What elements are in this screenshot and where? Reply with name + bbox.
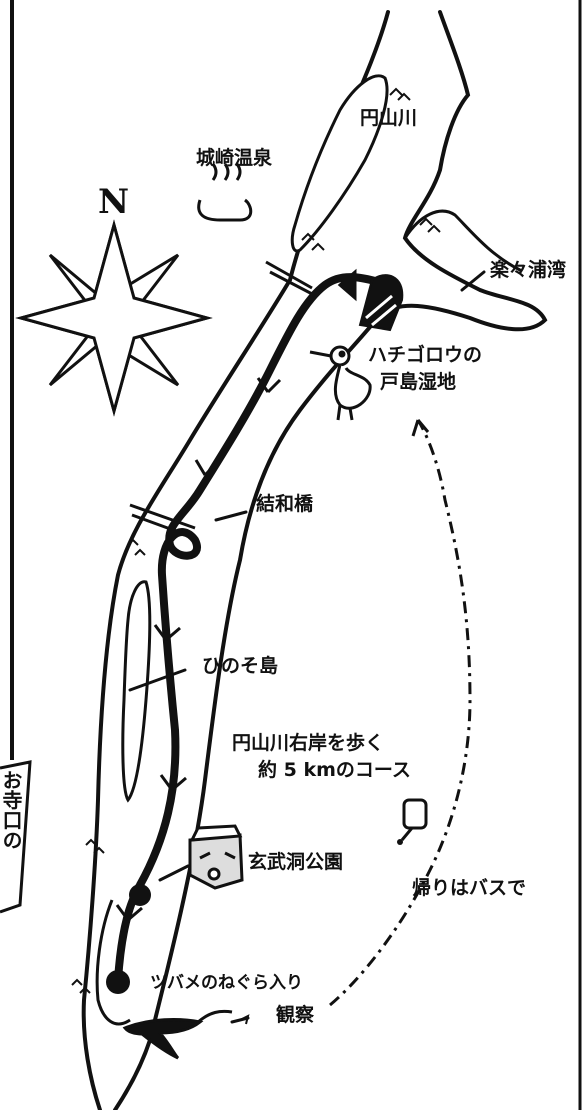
swallow-label-line2: 観察 <box>276 1004 315 1026</box>
leader-lines <box>128 270 486 1024</box>
route-arrows <box>115 268 357 922</box>
bay-label: 楽々浦湾 <box>490 259 567 281</box>
compass-north-label: N <box>98 182 130 222</box>
park-label: 玄武洞公園 <box>248 851 344 873</box>
wetland-label-line1: ハチゴロウの <box>368 344 483 366</box>
bay-inner-line <box>403 209 522 272</box>
upper-island <box>290 74 389 253</box>
compass-icon <box>15 219 213 417</box>
start-marker-stripes <box>365 294 397 327</box>
route-point-swallow <box>106 970 130 994</box>
bus-return-arrowhead <box>411 419 430 437</box>
river-label: 円山川 <box>360 107 418 129</box>
route-description-line1: 円山川右岸を歩く <box>232 732 385 754</box>
hinoso-island <box>121 580 152 803</box>
island-label: ひのそ島 <box>202 655 279 677</box>
start-marker-shape <box>358 274 404 332</box>
bus-return-label: 帰りはバスで <box>412 877 527 899</box>
swallow-label-line1: ツバメのねぐら入り <box>150 973 303 993</box>
bridge-top <box>265 260 317 298</box>
wetland-label-line2: 戸島湿地 <box>380 371 457 393</box>
walking-route <box>114 273 394 984</box>
onsen-icon <box>197 163 253 222</box>
park-mascot-icon <box>188 824 244 890</box>
swallow-icon <box>122 1009 250 1060</box>
bus-return-line <box>329 419 472 1007</box>
bridge-label: 結和橋 <box>256 493 314 515</box>
onsen-label: 城崎温泉 <box>196 147 273 169</box>
stork-icon <box>309 345 372 421</box>
side-note-text: お寺口の <box>0 770 23 850</box>
park-shoreline <box>95 899 131 1026</box>
side-note-box <box>0 760 32 914</box>
bus-stop-icon <box>397 798 428 845</box>
route-description-line2: 約 5 kmのコース <box>258 759 411 781</box>
route-point-park <box>129 884 151 906</box>
grass-marks <box>71 87 441 994</box>
